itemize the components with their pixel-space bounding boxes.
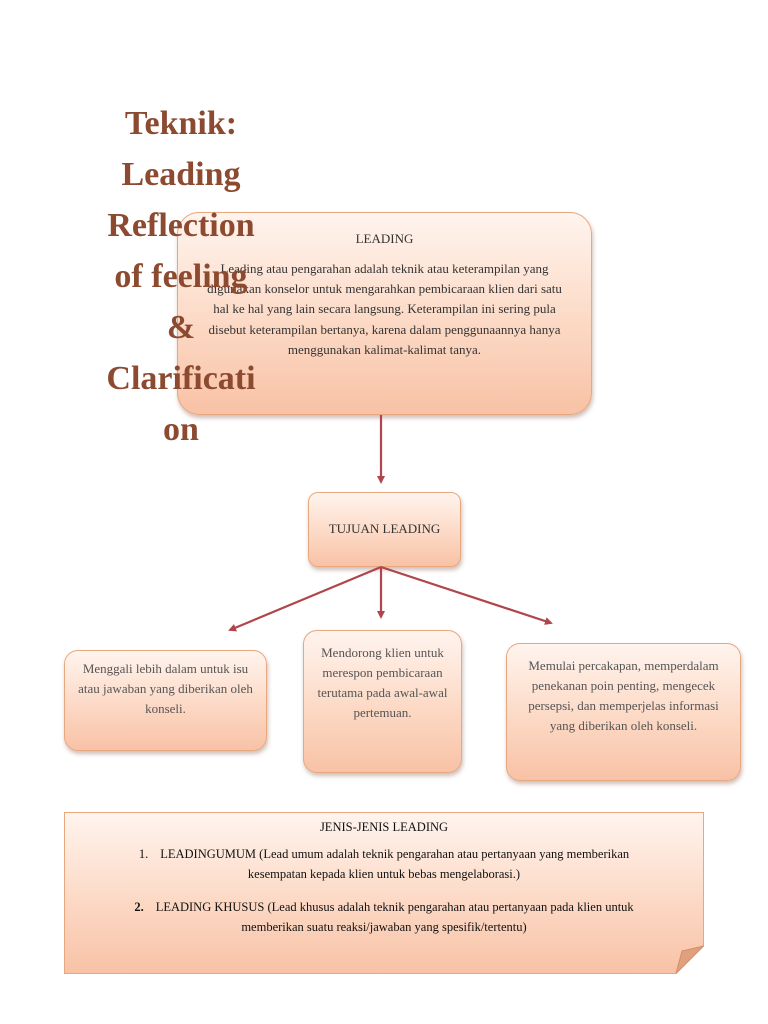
heading-line: Reflection — [107, 207, 255, 244]
jenis-item-1: 1. LEADINGUMUM (Lead umum adalah teknik p… — [108, 845, 660, 884]
jenis-note-title: JENIS-JENIS LEADING — [319, 820, 449, 834]
heading-line: Teknik: — [124, 105, 238, 142]
goal-box-2: Mendorong klien untuk merespon pembicara… — [303, 630, 462, 773]
jenis-item-text: LEADINGUMUM (Lead umum adalah teknik pen… — [160, 847, 630, 881]
jenis-item-number: 2. — [134, 900, 144, 915]
jenis-item-text: LEADING KHUSUS (Lead khusus adalah tekni… — [155, 900, 634, 934]
arrow-tujuan-to-goal-3 — [380, 565, 553, 625]
tujuan-box-title: TUJUAN LEADING — [328, 521, 441, 537]
leading-box-title: LEADING — [355, 231, 414, 246]
goal-text: Memulai percakapan, memperdalam penekana… — [528, 658, 719, 734]
jenis-item-2: 2. LEADING KHUSUS (Lead khusus adalah tek… — [108, 898, 660, 937]
goal-box-3: Memulai percakapan, memperdalam penekana… — [506, 643, 741, 781]
page-heading: Teknik: Leading Reflection of feeling & … — [72, 98, 290, 455]
leading-box-body: Leading atau pengarahan adalah teknik at… — [207, 261, 562, 357]
arrow-tujuan-to-goal-1 — [228, 565, 382, 632]
heading-line: of feeling — [114, 258, 248, 295]
heading-line: & — [166, 309, 196, 346]
goal-text: Menggali lebih dalam untuk isu atau jawa… — [78, 661, 253, 717]
jenis-item-number: 1. — [138, 847, 149, 862]
jenis-leading-note: JENIS-JENIS LEADING 1. LEADINGUMUM (Lead … — [64, 812, 704, 974]
tujuan-leading-box: TUJUAN LEADING — [308, 492, 461, 567]
heading-line: Leading — [121, 156, 241, 193]
heading-line: on — [163, 411, 199, 448]
folded-corner-icon — [675, 945, 704, 974]
goal-box-1: Menggali lebih dalam untuk isu atau jawa… — [64, 650, 267, 751]
folded-corner-note-shape — [64, 812, 704, 974]
leading-definition-box: LEADING Leading atau pengarahan adalah t… — [177, 212, 592, 415]
goal-text: Mendorong klien untuk merespon pembicara… — [317, 645, 448, 721]
heading-line: Clarificati — [106, 360, 256, 397]
